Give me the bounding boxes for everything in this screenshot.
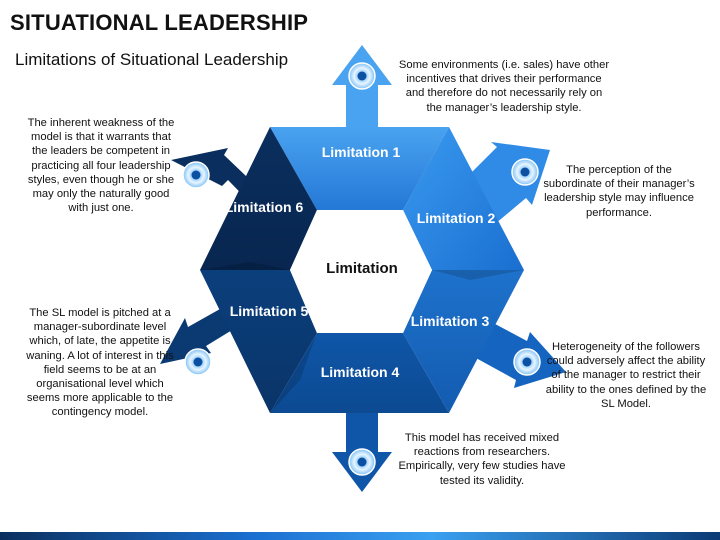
page-subtitle: Limitations of Situational Leadership [15,50,289,69]
target-icon [348,448,376,476]
target-icon [511,158,539,186]
segment-6 [200,127,317,270]
segment-3 [403,270,524,413]
segment-6-label: Limitation 6 [225,199,304,215]
center-label: Limitation [326,260,398,277]
note-limitation-1: Some environments (i.e. sales) have othe… [398,59,610,114]
segment-5-label: Limitation 5 [230,303,309,319]
center-hexagon [290,210,432,333]
target-icon [184,348,212,376]
segment-5 [200,270,317,413]
segment-1 [270,127,449,210]
note-limitation-4: This model has received mixed reactions … [398,432,566,487]
segment-4-label: Limitation 4 [321,364,400,380]
segment-3-label: Limitation 3 [411,313,490,329]
note-limitation-3: Heterogeneity of the followers could adv… [545,341,707,410]
segment-1-label: Limitation 1 [322,144,401,160]
target-icon [348,62,376,90]
target-icon [182,161,210,189]
segment-2-label: Limitation 2 [417,210,496,226]
target-icon [513,348,541,376]
segment-4 [270,333,449,413]
note-limitation-6: The inherent weakness of the model is th… [27,117,175,215]
note-limitation-5: The SL model is pitched at a manager-sub… [26,307,174,419]
footer-bar [0,532,720,540]
segment-2 [403,127,524,270]
note-limitation-2: The perception of the subordinate of the… [543,164,695,219]
page-title: SITUATIONAL LEADERSHIP [10,10,309,35]
